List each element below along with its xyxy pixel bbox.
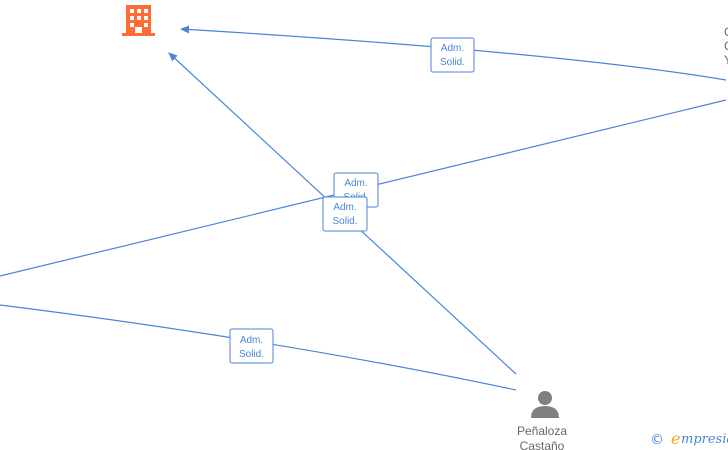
right-node-label-line: C [724,25,728,39]
badge-label-bottom: Solid. [239,349,264,360]
brand-logo-initial: e [671,429,680,448]
watermark: © e mpresia [650,429,728,448]
person-name-line1: Peñaloza [517,424,567,438]
copyright-icon: © [650,432,664,448]
right-node-label-line: C [724,39,728,53]
edge-right-to-company [180,25,727,81]
badge-label-top: Adm. [333,202,356,213]
badge-label-top: Adm. [344,178,367,189]
edge-badge[interactable]: Adm. Solid. [229,328,274,364]
right-node-label-line: Y [724,53,728,67]
building-icon [122,5,155,36]
brand-logo-text: mpresia [681,432,728,447]
company-node[interactable] [122,5,155,36]
person-name-line2: Castaño [520,439,565,450]
edge-badge[interactable]: Adm. Solid. [322,196,368,232]
badge-label-top: Adm. [240,335,263,346]
right-node-label[interactable]: C C Y [724,25,728,67]
badge-label-bottom: Solid. [332,216,357,227]
person-icon [531,391,559,418]
badge-label-top: Adm. [441,43,464,54]
person-node[interactable]: Peñaloza Castaño [517,391,567,450]
badge-label-bottom: Solid. [440,57,465,68]
edge-badge[interactable]: Adm. Solid. [430,37,475,73]
